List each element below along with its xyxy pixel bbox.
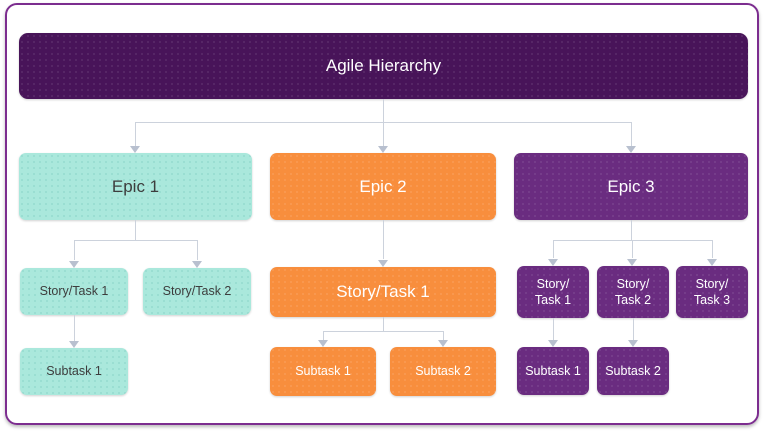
arrow-down-icon [626,146,636,153]
connector-line [383,317,384,331]
node-teal-subtask-1: Subtask 1 [20,348,128,395]
connector-line [633,318,634,340]
story-label-line1: Story/ [695,276,729,291]
story-label: Story/Task 3 [694,276,730,309]
subtask-label: Subtask 1 [46,364,102,379]
story-label: Story/Task 1 [39,284,109,299]
story-label-line2: Task 3 [693,293,731,307]
subtask-label: Subtask 2 [415,364,471,379]
connector-line [553,318,554,340]
arrow-down-icon [438,340,448,347]
node-epic-3: Epic 3 [514,153,748,220]
connector-line [135,122,136,146]
connector-line [443,331,444,340]
connector-line [197,240,198,260]
arrow-down-icon [318,340,328,347]
story-label: Story/Task 1 [535,276,571,309]
node-purple-subtask-2: Subtask 2 [597,347,669,395]
arrow-down-icon [707,259,717,266]
connector-line [323,331,324,340]
connector-line [553,240,554,258]
connector-line [631,122,632,146]
subtask-label: Subtask 2 [605,363,661,378]
node-orange-subtask-2: Subtask 2 [390,347,496,396]
diagram-border-frame [5,3,759,425]
connector-line [323,331,443,332]
connector-line [632,240,633,258]
connector-line [631,220,632,240]
node-purple-story-task-3: Story/Task 3 [676,266,748,318]
connector-line [712,240,713,258]
story-label: Story/Task 1 [336,282,430,301]
connector-line [74,315,75,341]
connector-line [383,220,384,259]
connector-line [74,240,197,241]
arrow-down-icon [69,261,79,268]
connector-line [135,220,136,240]
node-teal-story-task-2: Story/Task 2 [143,268,251,315]
arrow-down-icon [548,259,558,266]
node-epic-2: Epic 2 [270,153,496,220]
story-label-line2: Task 1 [534,293,572,307]
node-purple-story-task-2: Story/Task 2 [597,266,669,318]
subtask-label: Subtask 1 [525,363,581,378]
arrow-down-icon [627,259,637,266]
epic-label: Epic 3 [607,176,655,196]
arrow-down-icon [378,260,388,267]
connector-line [383,122,384,146]
story-label-line2: Task 2 [614,293,652,307]
node-orange-story-task-1: Story/Task 1 [270,267,496,317]
node-agile-hierarchy: Agile Hierarchy [19,33,748,99]
node-purple-subtask-1: Subtask 1 [517,347,589,395]
arrow-down-icon [130,146,140,153]
node-epic-1: Epic 1 [19,153,252,220]
arrow-down-icon [628,340,638,347]
connector-line [383,99,384,122]
story-label: Story/Task 2 [162,284,232,299]
story-label-line1: Story/ [536,276,570,291]
node-orange-subtask-1: Subtask 1 [270,347,376,396]
arrow-down-icon [378,146,388,153]
story-label-line1: Story/ [616,276,650,291]
arrow-down-icon [192,261,202,268]
node-purple-story-task-1: Story/Task 1 [517,266,589,318]
epic-label: Epic 2 [359,176,407,196]
arrow-down-icon [548,340,558,347]
node-teal-story-task-1: Story/Task 1 [20,268,128,315]
connector-line [74,240,75,260]
arrow-down-icon [69,341,79,348]
epic-label: Epic 1 [111,176,160,196]
header-title: Agile Hierarchy [325,56,442,75]
story-label: Story/Task 2 [615,276,651,309]
subtask-label: Subtask 1 [295,364,351,379]
